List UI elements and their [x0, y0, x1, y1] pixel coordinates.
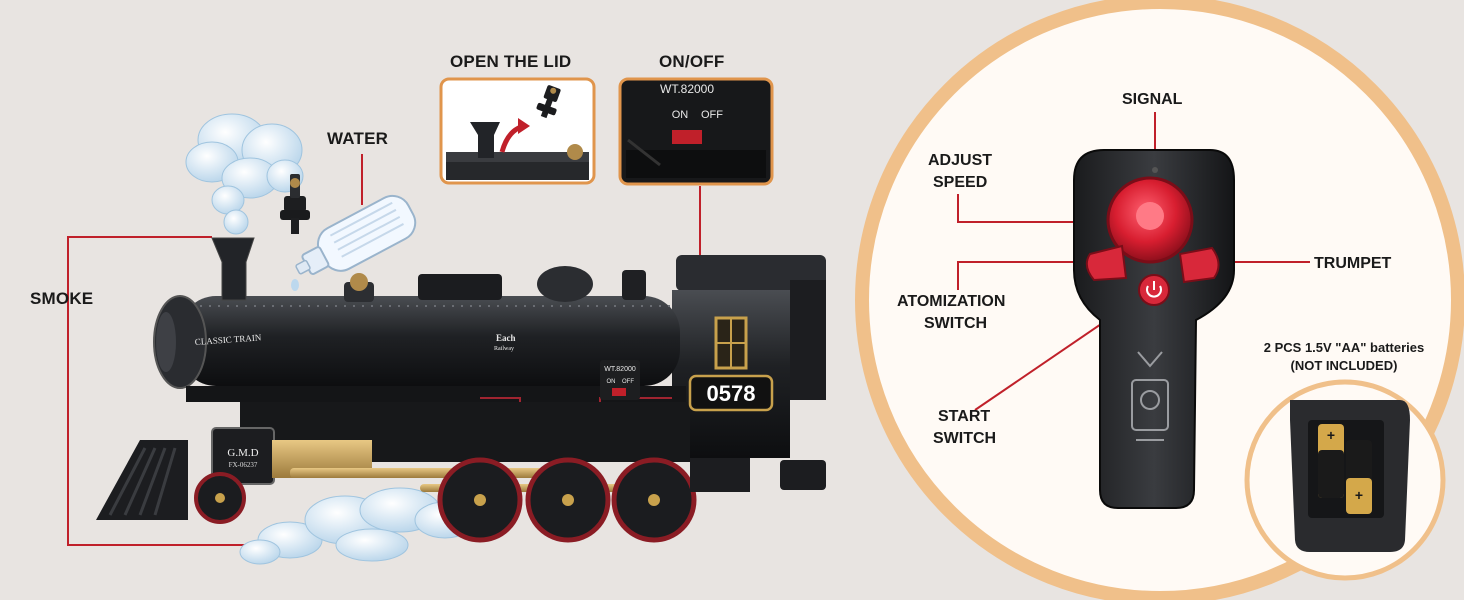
water-label: WATER [327, 129, 389, 148]
atomization-label-2: SWITCH [924, 315, 988, 332]
adjust-speed-label-2: SPEED [933, 174, 988, 191]
open-lid-label: OPEN THE LID [450, 52, 572, 71]
cap-icon [280, 174, 310, 234]
train-number: 0578 [707, 381, 756, 406]
train-railway-label: Railway [494, 346, 514, 352]
onoff-inset [618, 77, 774, 186]
svg-text:+: + [1355, 487, 1363, 503]
battery-1: + [1318, 424, 1344, 498]
front-plate-gmd: G.M.D [227, 447, 258, 459]
smoke-label: SMOKE [30, 289, 94, 308]
switch-inset-model: WT.82000 [660, 82, 714, 96]
remote-control [1073, 149, 1235, 509]
water-bottle-icon [291, 194, 417, 291]
trumpet-button [1178, 246, 1220, 284]
train-classic-label: CLASSIC TRAIN [194, 332, 262, 347]
batteries-label-2: (NOT INCLUDED) [1290, 358, 1398, 373]
drive-wheels [437, 457, 697, 543]
side-switch-model: WT.82000 [604, 366, 636, 373]
start-label-1: START [938, 408, 991, 425]
open-lid-inset [439, 77, 596, 185]
adjust-speed-label-1: ADJUST [928, 152, 993, 169]
locomotive-illustration [96, 237, 826, 543]
train-each-label: Each [496, 333, 516, 343]
atomization-label-1: ATOMIZATION [897, 293, 1006, 310]
battery-inset: + + [1244, 379, 1446, 581]
signal-led [1152, 167, 1158, 173]
batteries-label-1: 2 PCS 1.5V "AA" batteries [1263, 340, 1425, 355]
start-label-2: SWITCH [933, 430, 997, 447]
cap-small-icon [536, 85, 561, 119]
side-switch-on: ON [607, 379, 616, 385]
onoff-label: ON/OFF [659, 52, 725, 71]
switch-inset-on: ON [672, 109, 689, 121]
side-switch-off: OFF [622, 379, 634, 385]
front-plate-code: FX-06237 [229, 461, 258, 469]
switch-inset-off: OFF [701, 109, 723, 121]
svg-text:+: + [1327, 427, 1335, 443]
signal-label: SIGNAL [1122, 91, 1183, 108]
atomization-button [1085, 244, 1128, 282]
train-emblem-icon [1131, 351, 1169, 441]
trumpet-label: TRUMPET [1314, 255, 1392, 272]
battery-2: + [1346, 440, 1372, 514]
